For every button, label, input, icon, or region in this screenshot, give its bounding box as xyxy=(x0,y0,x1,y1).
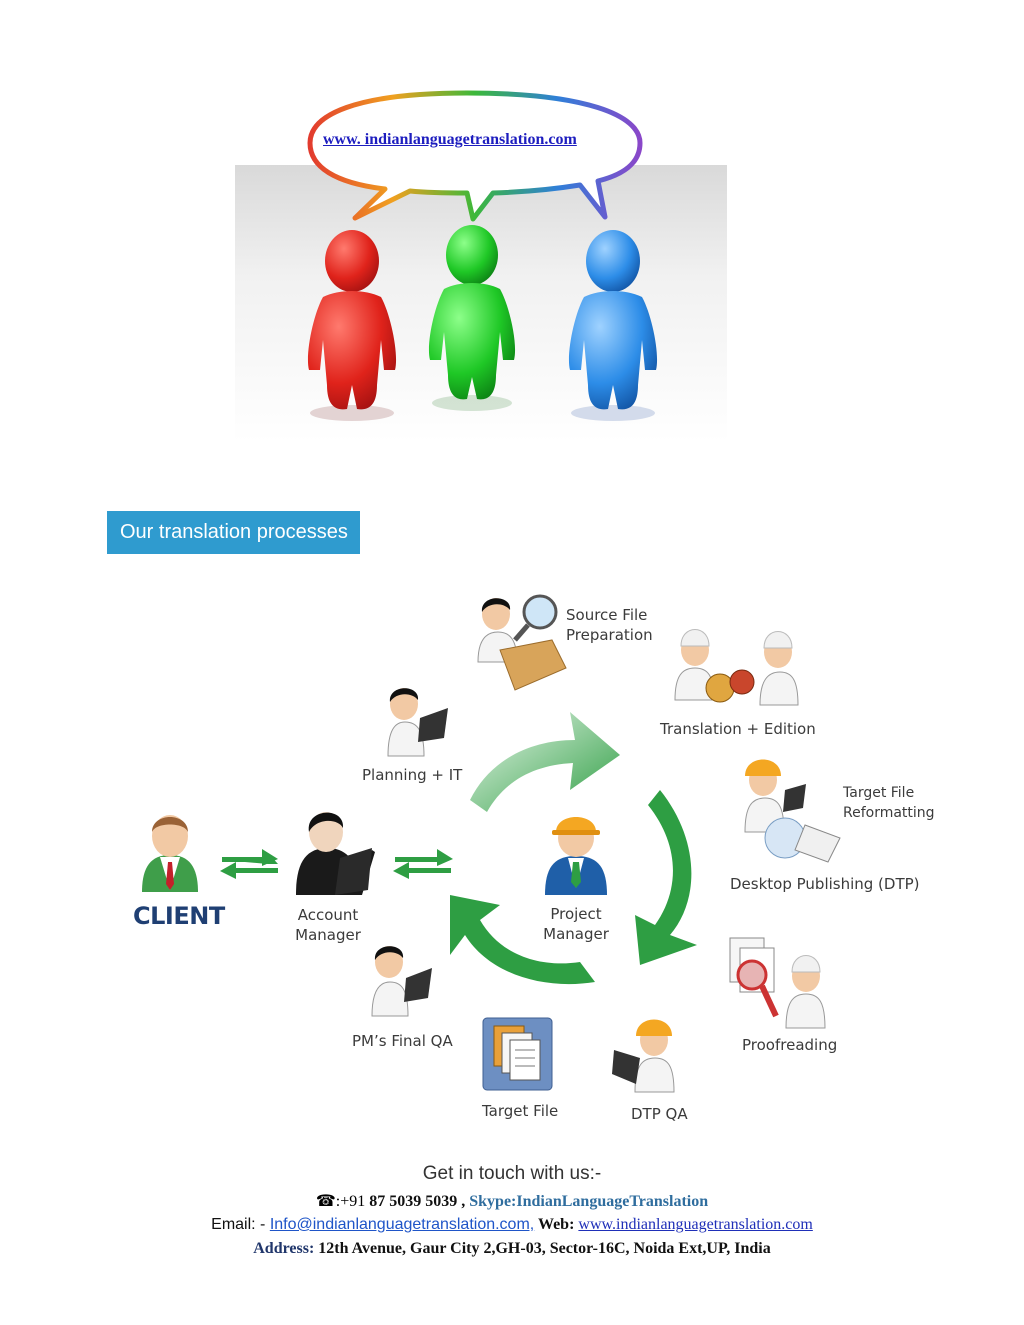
client-icon xyxy=(142,815,198,892)
contact-title: Get in touch with us:- xyxy=(422,1163,602,1184)
phone-prefix: :+91 xyxy=(335,1193,370,1210)
blue-person-figure xyxy=(568,230,658,421)
account-manager-label-line1: Account xyxy=(297,906,359,924)
section-heading: Our translation processes xyxy=(107,511,360,554)
target-file-reformatting-label: Target File Reformatting xyxy=(843,783,935,823)
source-file-label-line2: Preparation xyxy=(566,626,653,644)
desktop-publishing-icon xyxy=(744,759,841,863)
project-manager-label-line1: Project xyxy=(550,905,602,923)
website-link[interactable]: www.indianlanguagetranslation.com xyxy=(578,1216,813,1233)
bubble-website-link[interactable]: www. indianlanguagetranslation.com xyxy=(323,131,577,148)
email-label: Email: - xyxy=(211,1216,270,1233)
planning-it-icon xyxy=(387,688,448,757)
account-manager-label: Account Manager xyxy=(290,905,366,945)
email-link[interactable]: Info@indianlanguagetranslation.com, xyxy=(269,1216,535,1233)
account-manager-label-line2: Manager xyxy=(295,926,361,944)
email-web-line: Email: - Info@indianlanguagetranslation.… xyxy=(0,1216,1024,1234)
source-file-label-line1: Source File xyxy=(566,606,648,624)
process-diagram xyxy=(142,594,841,1093)
account-manager-icon xyxy=(296,812,375,895)
speech-bubble xyxy=(307,90,643,222)
proofreading-icon xyxy=(729,937,826,1029)
red-person-figure xyxy=(307,230,397,421)
hero-illustration xyxy=(307,90,658,421)
pm-final-qa-icon xyxy=(371,946,432,1017)
proofreading-label: Proofreading xyxy=(742,1036,838,1054)
address-line: Address: 12th Avenue, Gaur City 2,GH-03,… xyxy=(0,1240,1024,1258)
project-manager-label: Project Manager xyxy=(538,904,614,944)
target-reformat-label-line2: Reformatting xyxy=(843,805,935,821)
exchange-arrows-right xyxy=(393,849,453,879)
pm-final-qa-label: PM’s Final QA xyxy=(352,1032,453,1050)
phone-skype-line: ☎:+91 87 5039 5039 , Skype:IndianLanguag… xyxy=(0,1191,1024,1211)
client-label: CLIENT xyxy=(133,902,225,930)
phone-number: 87 5039 5039 xyxy=(369,1193,458,1210)
source-file-preparation-icon xyxy=(477,594,567,691)
source-file-preparation-label: Source File Preparation xyxy=(566,605,653,645)
project-manager-icon xyxy=(545,817,607,895)
desktop-publishing-label: Desktop Publishing (DTP) xyxy=(730,875,920,893)
green-person-figure xyxy=(428,225,516,411)
phone-icon: ☎ xyxy=(315,1193,336,1210)
cycle-arrows xyxy=(450,712,697,985)
planning-it-label: Planning + IT xyxy=(362,766,463,784)
address-label: Address: xyxy=(253,1240,315,1257)
dtp-qa-icon xyxy=(612,1019,675,1093)
project-manager-label-line2: Manager xyxy=(543,925,609,943)
translation-edition-label: Translation + Edition xyxy=(660,720,816,738)
address-text: 12th Avenue, Gaur City 2,GH-03, Sector-1… xyxy=(314,1240,771,1257)
skype-id: Skype:IndianLanguageTranslation xyxy=(469,1193,709,1210)
target-reformat-label-line1: Target File xyxy=(843,785,915,801)
phone-separator: , xyxy=(457,1193,470,1210)
target-file-label: Target File xyxy=(482,1102,559,1120)
translation-edition-icon xyxy=(674,629,799,706)
exchange-arrows-left xyxy=(220,849,278,879)
target-file-icon xyxy=(482,1017,553,1091)
dtp-qa-label: DTP QA xyxy=(631,1105,688,1123)
web-label: Web: xyxy=(534,1216,579,1233)
